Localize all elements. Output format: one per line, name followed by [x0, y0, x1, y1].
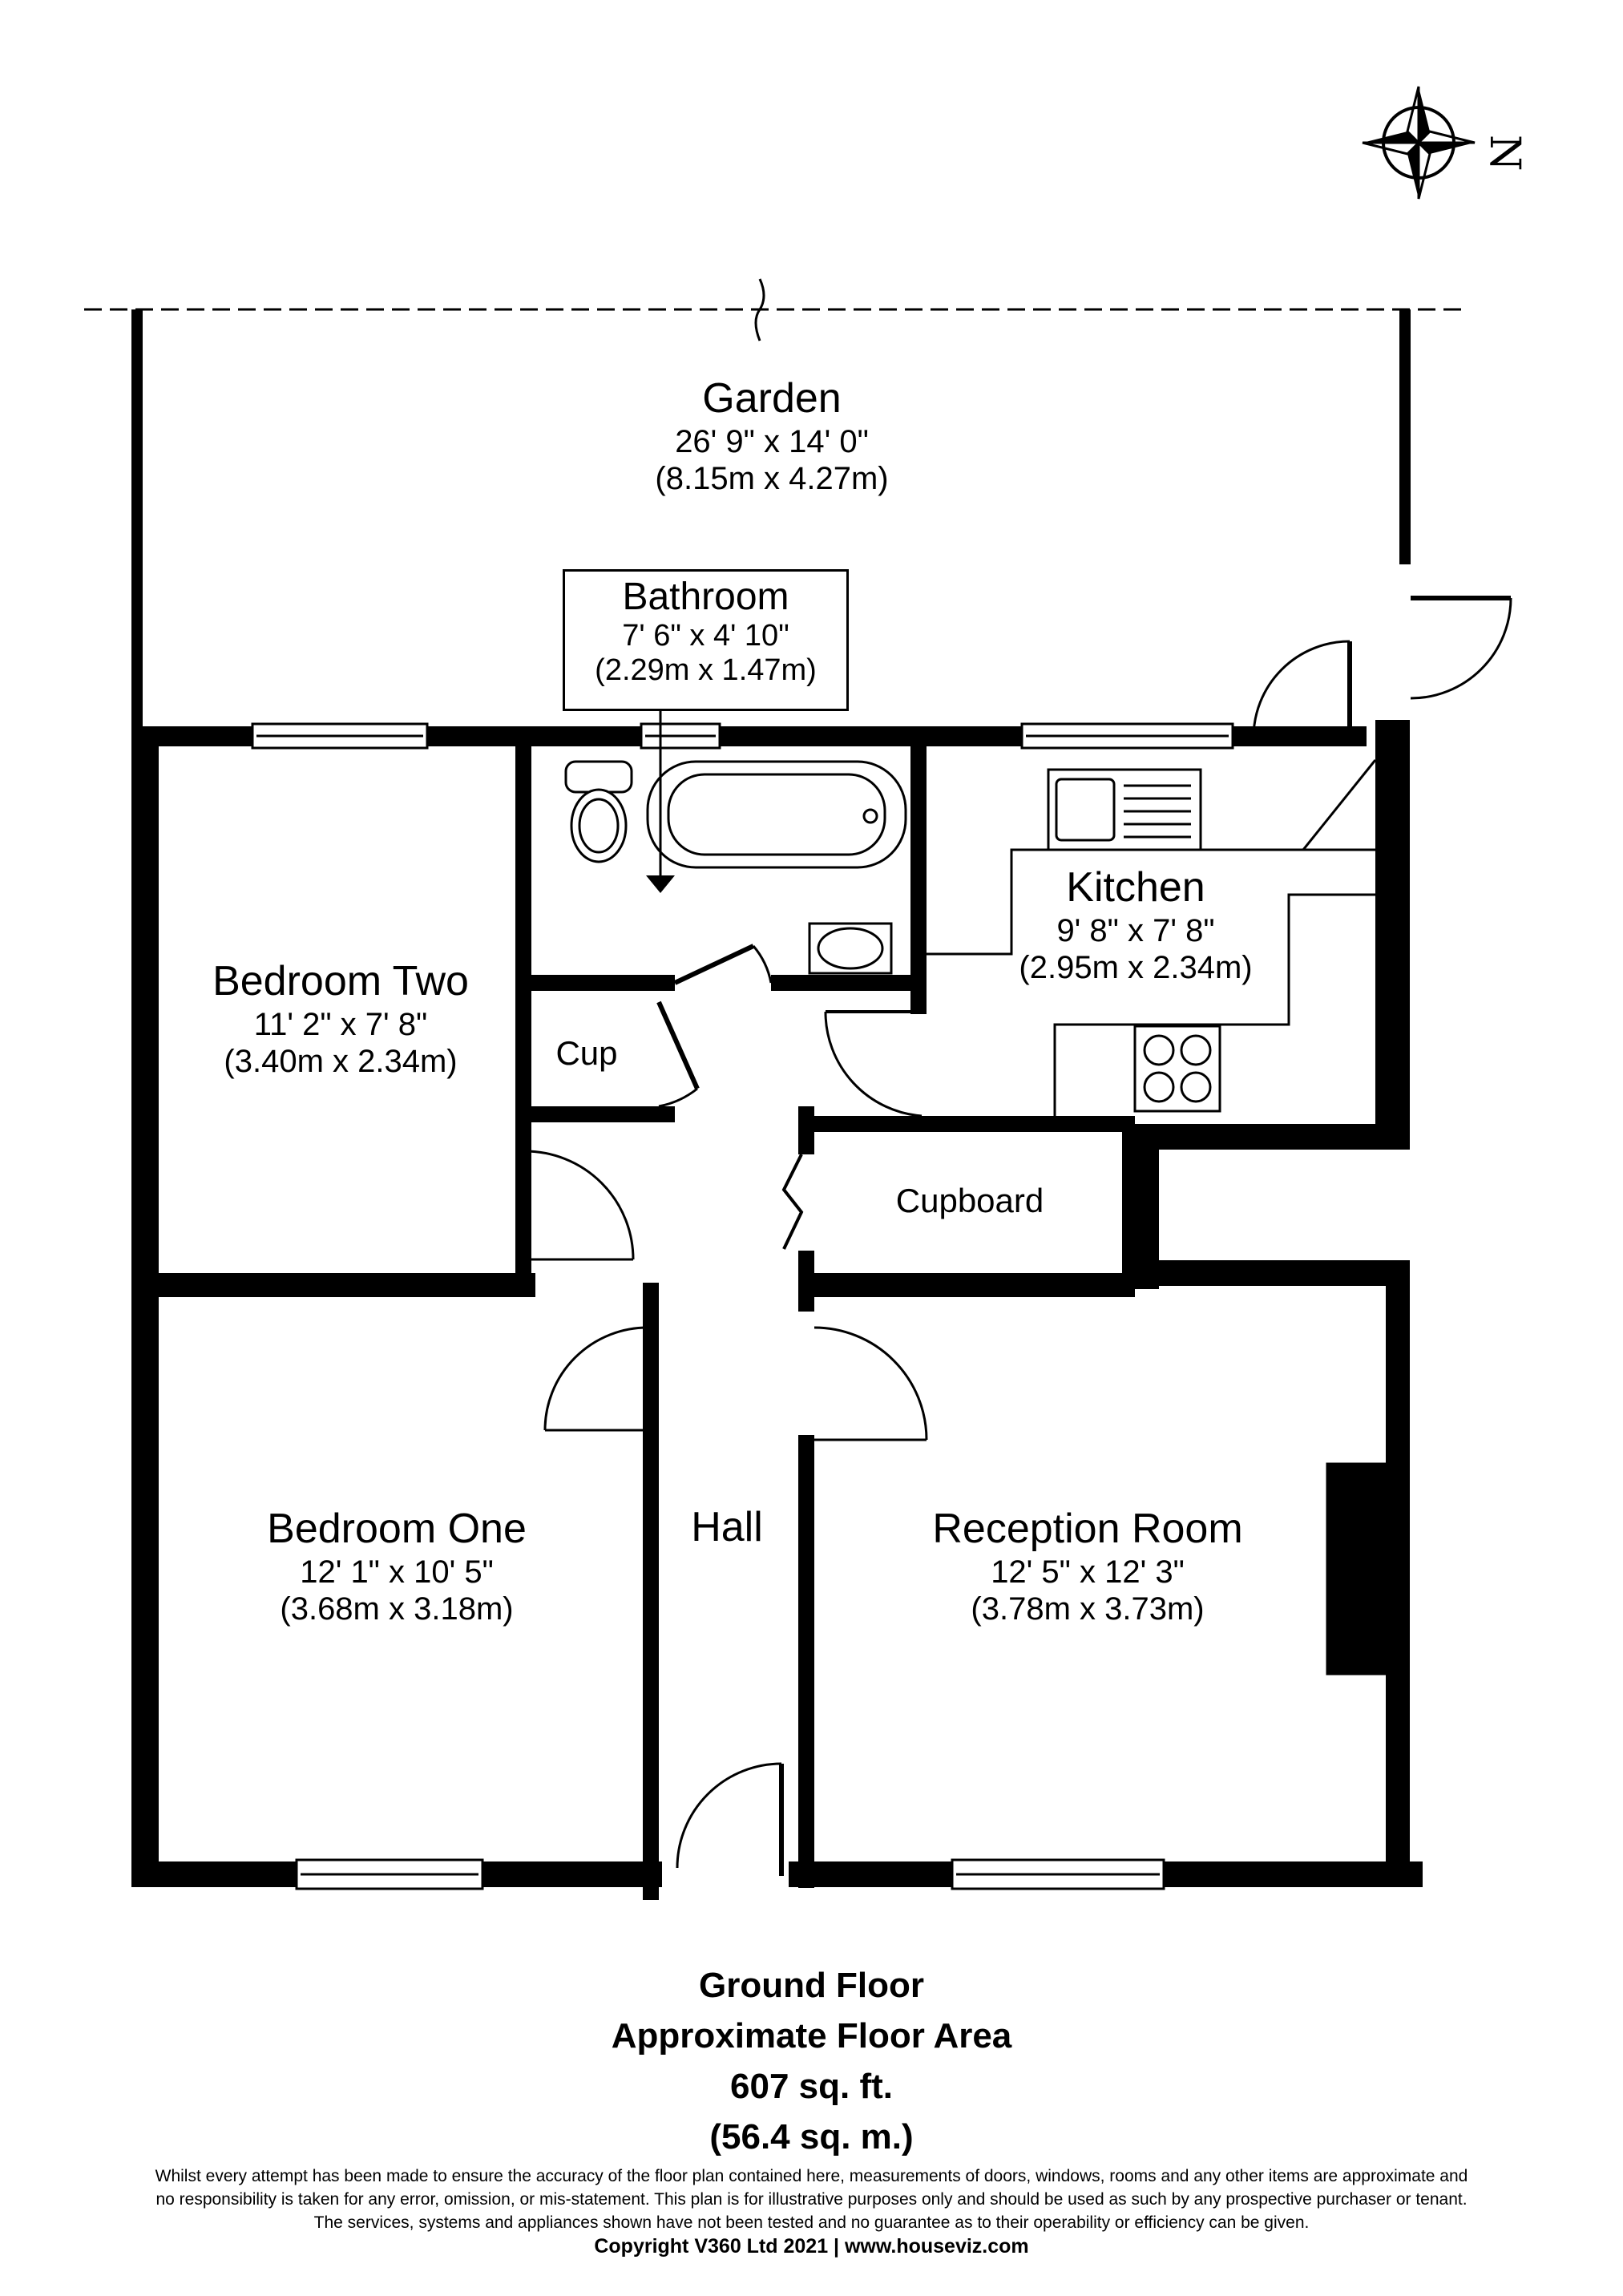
window-kitchen — [1020, 722, 1234, 750]
hob-icon — [1133, 1025, 1221, 1113]
door-bedroom-two — [524, 1150, 635, 1261]
room-name: Cupboard — [895, 1182, 1044, 1219]
area-title: Approximate Floor Area — [611, 2016, 1012, 2055]
room-dimensions-metric: (3.40m x 2.34m) — [224, 1043, 458, 1079]
disclaimer-line: The services, systems and appliances sho… — [313, 2213, 1310, 2232]
room-dimensions-metric: (8.15m x 4.27m) — [655, 460, 889, 496]
room-garden: Garden 26' 9" x 14' 0" (8.15m x 4.27m) — [655, 375, 888, 497]
copyright: Copyright V360 Ltd 2021 | www.houseviz.c… — [594, 2235, 1029, 2258]
sink-icon — [1047, 768, 1202, 851]
room-cupboard: Cupboard — [896, 1182, 1044, 1220]
room-name: Kitchen — [1066, 864, 1205, 911]
disclaimer-line: no responsibility is taken for any error… — [155, 2190, 1468, 2209]
room-reception: Reception Room 12' 5" x 12' 3" (3.78m x … — [932, 1506, 1242, 1627]
room-dimensions-metric: (2.95m x 2.34m) — [1019, 949, 1253, 985]
area-sqft: 607 sq. ft. — [730, 2067, 893, 2106]
fixtures — [564, 760, 1388, 1676]
room-dimensions-imperial: 12' 1" x 10' 5" — [300, 1554, 494, 1590]
washbasin-icon — [808, 922, 893, 975]
window-bedroom-one — [295, 1858, 484, 1890]
window-bedroom-two — [251, 722, 429, 750]
room-dimensions-imperial: 7' 6" x 4' 10" — [622, 619, 789, 653]
disclaimer-line: Whilst every attempt has been made to en… — [155, 2167, 1468, 2185]
bath-icon — [646, 760, 907, 869]
room-bedroom-two: Bedroom Two 11' 2" x 7' 8" (3.40m x 2.34… — [212, 958, 469, 1080]
room-dimensions-metric: (3.68m x 3.18m) — [280, 1591, 514, 1627]
area-sqm: (56.4 sq. m.) — [709, 2117, 914, 2157]
room-dimensions-imperial: 26' 9" x 14' 0" — [675, 423, 869, 459]
room-name: Garden — [702, 375, 842, 422]
room-dimensions-imperial: 11' 2" x 7' 8" — [253, 1006, 428, 1042]
door-bedroom-one — [543, 1326, 648, 1432]
window-reception — [951, 1858, 1165, 1890]
door-cupboard — [781, 1154, 804, 1250]
window-bathroom — [640, 722, 721, 750]
room-name: Bathroom — [622, 576, 789, 618]
room-dimensions-imperial: 9' 8" x 7' 8" — [1056, 912, 1215, 948]
garden-boundary — [84, 278, 1467, 738]
door-cup — [656, 1000, 700, 1108]
room-name: Hall — [691, 1504, 763, 1550]
door-front — [676, 1762, 784, 1876]
floor-area-summary: Ground Floor Approximate Floor Area 607 … — [0, 1960, 1623, 2162]
compass-rose-icon: N — [1362, 86, 1528, 200]
room-bedroom-one: Bedroom One 12' 1" x 10' 5" (3.68m x 3.1… — [267, 1506, 527, 1627]
bathroom-leader — [646, 711, 675, 893]
room-name: Bedroom One — [267, 1506, 527, 1552]
door-bathroom — [673, 944, 773, 985]
compass-north-label: N — [1480, 135, 1528, 172]
room-hall: Hall — [691, 1504, 763, 1552]
room-cup: Cup — [555, 1034, 617, 1073]
fireplace-icon — [1326, 1462, 1388, 1676]
room-name: Reception Room — [932, 1506, 1243, 1552]
room-kitchen: Kitchen 9' 8" x 7' 8" (2.95m x 2.34m) — [1019, 864, 1252, 986]
windows — [251, 722, 1234, 1890]
interior-walls — [159, 746, 1135, 1900]
room-name: Bedroom Two — [212, 958, 469, 1004]
room-dimensions-metric: (3.78m x 3.73m) — [971, 1591, 1205, 1627]
door-reception — [814, 1326, 928, 1441]
door-kitchen-back — [1252, 640, 1352, 738]
door-kitchen — [824, 1010, 923, 1118]
door-garden-gate — [1410, 596, 1512, 700]
toilet-icon — [564, 760, 633, 863]
room-dimensions-metric: (2.29m x 1.47m) — [595, 653, 817, 687]
disclaimer: Whilst every attempt has been made to en… — [24, 2165, 1599, 2234]
room-name: Cup — [555, 1034, 618, 1072]
room-bathroom: Bathroom 7' 6" x 4' 10" (2.29m x 1.47m) — [563, 569, 849, 711]
doors — [524, 596, 1512, 1876]
room-dimensions-imperial: 12' 5" x 12' 3" — [991, 1554, 1185, 1590]
floor-name: Ground Floor — [698, 1966, 925, 2005]
